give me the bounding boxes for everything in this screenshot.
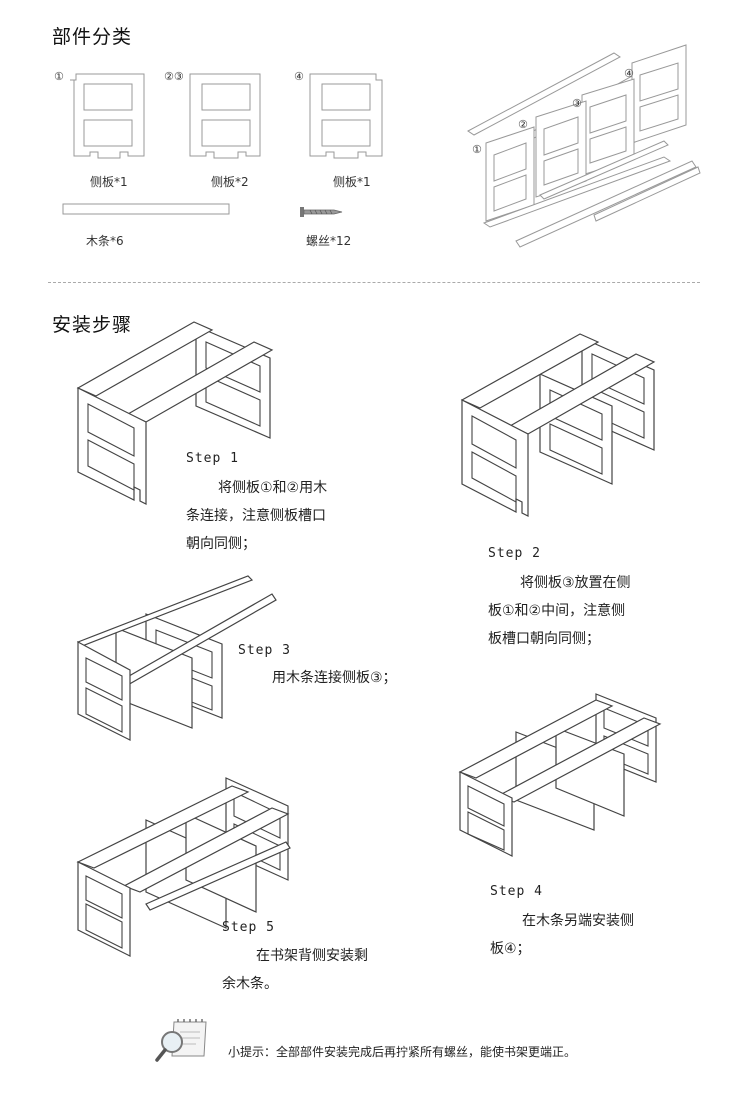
exploded-label-4: ④ (624, 67, 634, 80)
exploded-label-3: ③ (572, 97, 582, 110)
step-2-line-1: 将侧板③放置在侧 (520, 575, 631, 591)
steps-section-title: 安装步骤 (52, 314, 133, 336)
panel-4-label: 侧板*1 (333, 175, 371, 189)
step-2-line-2: 板①和②中间，注意侧 (488, 603, 626, 619)
step-1-drawing (76, 321, 274, 505)
screw-drawing (300, 207, 343, 217)
step-3-text: 用木条连接侧板③； (238, 664, 438, 692)
panel-4-drawing (309, 73, 383, 159)
step-4-line-1: 在木条另端安装侧 (522, 913, 634, 929)
step-1-line-2: 条连接，注意侧板槽口 (186, 508, 326, 524)
step-2-text: 将侧板③放置在侧 板①和②中间，注意侧 板槽口朝向同侧； (488, 569, 678, 653)
panel-23-label: 侧板*2 (211, 175, 249, 189)
exploded-label-2: ② (518, 118, 528, 131)
magnifier-notepad-icon (155, 1019, 207, 1062)
step-5-text: 在书架背侧安装剩 余木条。 (222, 942, 412, 998)
panel-1-number: ① (54, 70, 64, 83)
exploded-view-drawing (467, 44, 701, 248)
parts-section-title: 部件分类 (52, 26, 133, 48)
step-3-line-1: 用木条连接侧板③； (272, 670, 397, 686)
panel-23-drawing (189, 73, 261, 159)
panel-1-drawing (70, 73, 145, 159)
step-4-title: Step 4 (490, 884, 543, 899)
panel-1-label: 侧板*1 (90, 175, 128, 189)
step-4-text: 在木条另端安装侧 板④； (490, 907, 680, 963)
step-3-drawing (76, 575, 277, 741)
panel-4-number: ④ (294, 70, 304, 83)
step-2-drawing (460, 333, 656, 517)
step-1-line-1: 将侧板①和②用木 (218, 480, 328, 496)
step-1-line-3: 朝向同侧； (186, 536, 256, 552)
step-5-drawing (76, 777, 291, 957)
step-2-line-3: 板槽口朝向同侧； (488, 631, 600, 647)
panel-23-number: ②③ (164, 70, 184, 83)
step-5-line-1: 在书架背侧安装剩 (256, 948, 368, 964)
step-1-text: 将侧板①和②用木 条连接，注意侧板槽口 朝向同侧； (186, 474, 376, 558)
step-2-title: Step 2 (488, 546, 541, 561)
step-3-title: Step 3 (238, 643, 291, 658)
step-5-line-2: 余木条。 (222, 976, 278, 992)
tip-text: 小提示：全部部件安装完成后再拧紧所有螺丝，能使书架更端正。 (228, 1045, 577, 1059)
step-4-line-2: 板④； (490, 941, 531, 957)
exploded-label-1: ① (472, 143, 482, 156)
wood-strip-drawing (62, 203, 230, 215)
wood-strip-label: 木条*6 (86, 234, 124, 248)
step-5-title: Step 5 (222, 920, 275, 935)
section-divider (48, 282, 700, 283)
step-4-drawing (458, 693, 662, 857)
screw-label: 螺丝*12 (306, 234, 352, 248)
step-1-title: Step 1 (186, 451, 239, 466)
